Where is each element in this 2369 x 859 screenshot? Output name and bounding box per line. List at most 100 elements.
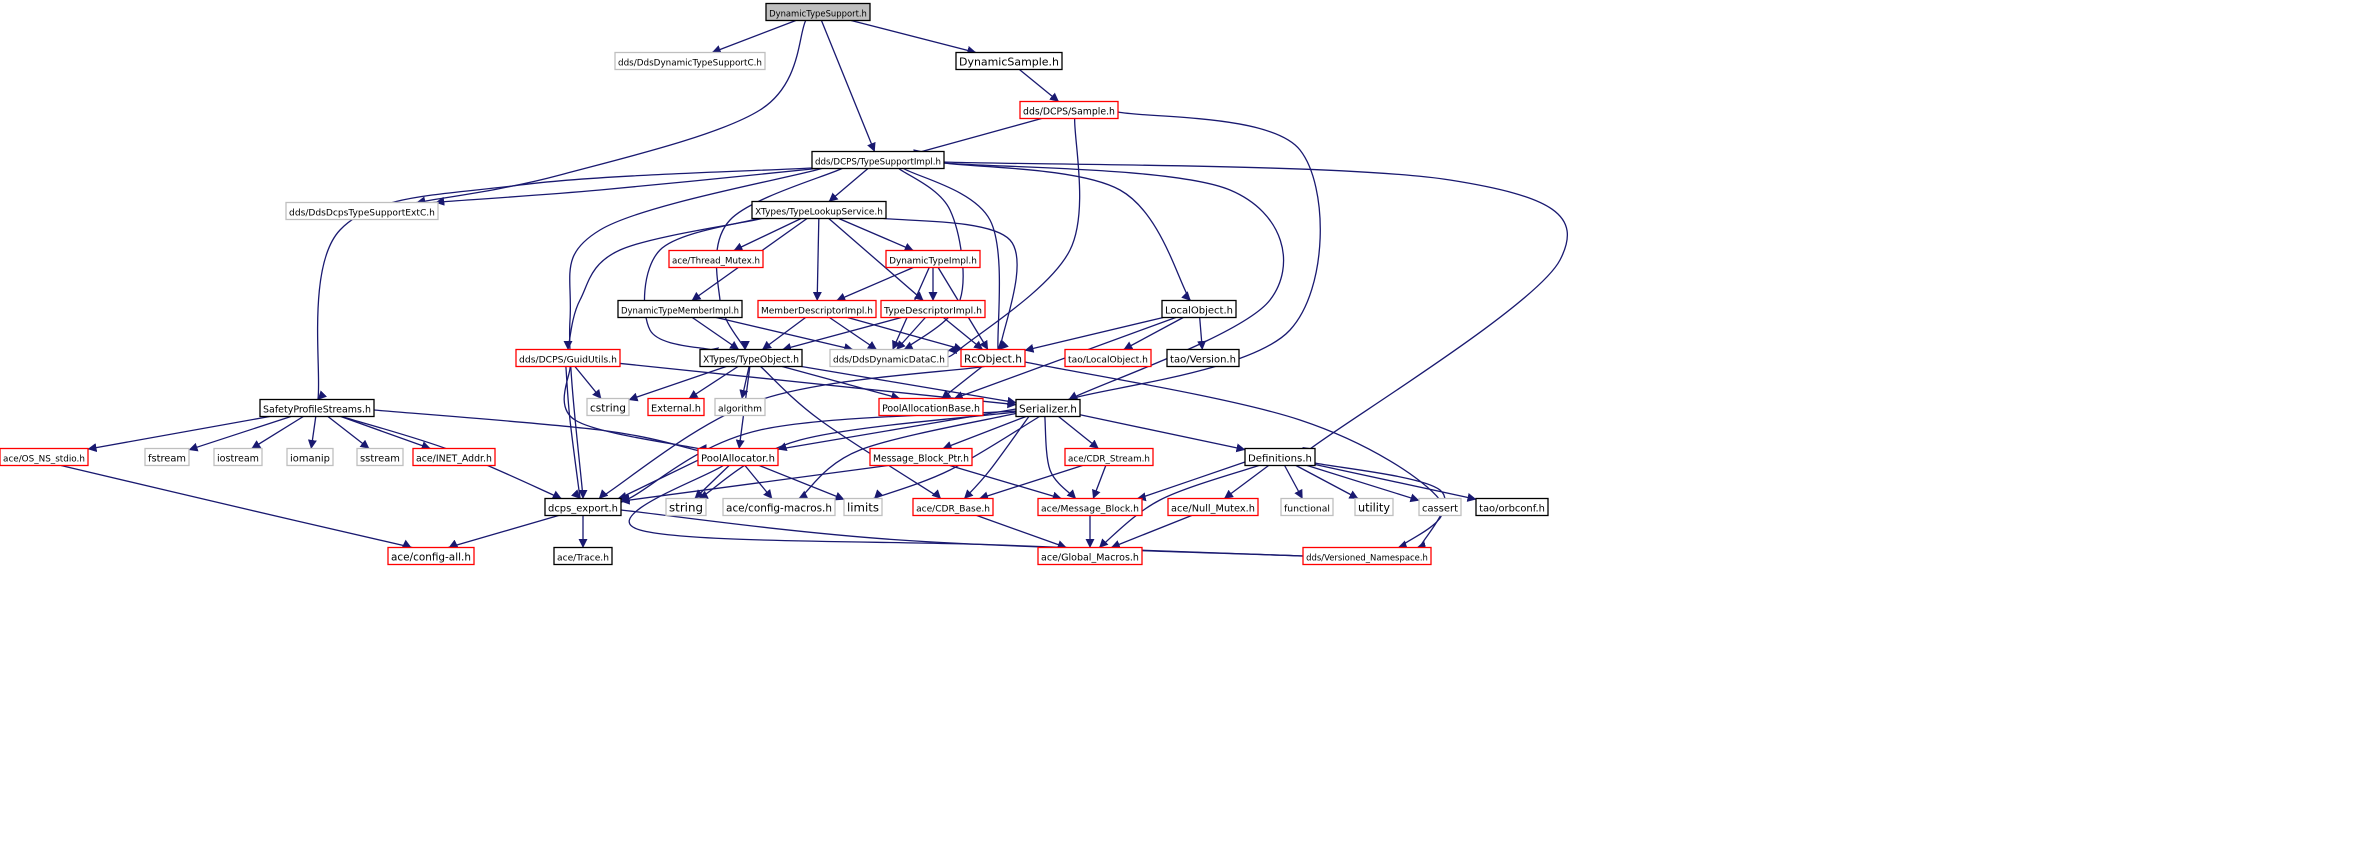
node-DdsDynamicTypeSupportC[interactable]: dds/DdsDynamicTypeSupportC.h (614, 51, 766, 71)
node-box[interactable] (869, 447, 973, 467)
node-MessageBlock[interactable]: ace/Message_Block.h (1037, 497, 1143, 517)
node-PoolAllocator[interactable]: PoolAllocator.h (697, 447, 779, 467)
node-box[interactable] (1015, 398, 1081, 418)
node-box[interactable] (697, 447, 779, 467)
node-configmacros[interactable]: ace/config-macros.h (722, 497, 836, 517)
node-box[interactable] (765, 2, 871, 22)
node-box[interactable] (586, 397, 630, 417)
node-DdsDcpsTypeSupportExtC[interactable]: dds/DdsDcpsTypeSupportExtC.h (285, 201, 439, 221)
node-box[interactable] (647, 397, 705, 417)
node-LocalObject[interactable]: LocalObject.h (1161, 299, 1237, 319)
node-box[interactable] (1280, 497, 1334, 517)
node-Serializer[interactable]: Serializer.h (1015, 398, 1081, 418)
node-box[interactable] (285, 201, 439, 221)
node-box[interactable] (286, 447, 334, 467)
node-TaoLocalObject[interactable]: tao/LocalObject.h (1064, 348, 1152, 368)
node-box[interactable] (751, 200, 887, 220)
node-box[interactable] (843, 497, 883, 517)
node-Sample[interactable]: dds/DCPS/Sample.h (1019, 100, 1119, 120)
node-box[interactable] (1354, 497, 1394, 517)
node-functional[interactable]: functional (1280, 497, 1334, 517)
node-box[interactable] (387, 546, 475, 566)
node-box[interactable] (1302, 546, 1432, 566)
node-limits[interactable]: limits (843, 497, 883, 517)
node-box[interactable] (213, 447, 263, 467)
node-box[interactable] (1475, 497, 1549, 517)
node-box[interactable] (1064, 447, 1154, 467)
node-box[interactable] (885, 249, 981, 269)
node-MessageBlockPtr[interactable]: Message_Block_Ptr.h (869, 447, 973, 467)
node-GlobalMacros[interactable]: ace/Global_Macros.h (1037, 546, 1143, 566)
node-box[interactable] (880, 299, 986, 319)
node-box[interactable] (1244, 447, 1316, 467)
node-TypeSupportImpl[interactable]: dds/DCPS/TypeSupportImpl.h (811, 150, 945, 170)
node-INETAddr[interactable]: ace/INET_Addr.h (412, 447, 496, 467)
node-box[interactable] (544, 497, 622, 517)
node-box[interactable] (259, 398, 375, 418)
node-box[interactable] (553, 546, 613, 566)
node-box[interactable] (1037, 497, 1143, 517)
node-TaoVersion[interactable]: tao/Version.h (1166, 348, 1240, 368)
node-PoolAllocationBase[interactable]: PoolAllocationBase.h (878, 397, 984, 417)
node-box[interactable] (1037, 546, 1143, 566)
node-fstream[interactable]: fstream (144, 447, 190, 467)
node-box[interactable] (757, 299, 877, 319)
node-DynamicSample[interactable]: DynamicSample.h (955, 51, 1063, 71)
node-TypeDescriptorImpl[interactable]: TypeDescriptorImpl.h (880, 299, 986, 319)
node-sstream[interactable]: sstream (356, 447, 404, 467)
node-iomanip[interactable]: iomanip (286, 447, 334, 467)
node-OSNSstdio[interactable]: ace/OS_NS_stdio.h (0, 447, 89, 467)
node-DynamicTypeImpl[interactable]: DynamicTypeImpl.h (885, 249, 981, 269)
node-box[interactable] (829, 348, 949, 368)
node-CDRStream[interactable]: ace/CDR_Stream.h (1064, 447, 1154, 467)
node-box[interactable] (614, 51, 766, 71)
node-Definitions[interactable]: Definitions.h (1244, 447, 1316, 467)
node-DynamicTypeMemberImpl[interactable]: DynamicTypeMemberImpl.h (617, 299, 743, 319)
node-box[interactable] (1167, 497, 1259, 517)
node-algorithm[interactable]: algorithm (714, 397, 766, 417)
node-DynamicTypeSupport[interactable]: DynamicTypeSupport.h (765, 2, 871, 22)
node-box[interactable] (412, 447, 496, 467)
node-configall[interactable]: ace/config-all.h (387, 546, 475, 566)
node-cassert[interactable]: cassert (1418, 497, 1462, 517)
node-box[interactable] (1064, 348, 1152, 368)
node-box[interactable] (0, 447, 89, 467)
node-NullMutex[interactable]: ace/Null_Mutex.h (1167, 497, 1259, 517)
node-GuidUtils[interactable]: dds/DCPS/GuidUtils.h (515, 348, 621, 368)
node-box[interactable] (811, 150, 945, 170)
node-box[interactable] (1161, 299, 1237, 319)
node-box[interactable] (617, 299, 743, 319)
node-string[interactable]: string (665, 497, 707, 517)
node-box[interactable] (878, 397, 984, 417)
node-box[interactable] (960, 348, 1026, 368)
node-box[interactable] (912, 497, 994, 517)
node-MemberDescriptorImpl[interactable]: MemberDescriptorImpl.h (757, 299, 877, 319)
node-dcpsexport[interactable]: dcps_export.h (544, 497, 622, 517)
node-box[interactable] (1418, 497, 1462, 517)
node-box[interactable] (1166, 348, 1240, 368)
node-box[interactable] (722, 497, 836, 517)
node-orbconf[interactable]: tao/orbconf.h (1475, 497, 1549, 517)
node-TypeLookupService[interactable]: XTypes/TypeLookupService.h (751, 200, 887, 220)
node-cstring[interactable]: cstring (586, 397, 630, 417)
node-box[interactable] (1019, 100, 1119, 120)
node-SafetyProfileStreams[interactable]: SafetyProfileStreams.h (259, 398, 375, 418)
node-box[interactable] (356, 447, 404, 467)
node-utility[interactable]: utility (1354, 497, 1394, 517)
node-box[interactable] (144, 447, 190, 467)
node-RcObject[interactable]: RcObject.h (960, 348, 1026, 368)
node-box[interactable] (699, 348, 803, 368)
node-External[interactable]: External.h (647, 397, 705, 417)
node-box[interactable] (714, 397, 766, 417)
node-CDRBase[interactable]: ace/CDR_Base.h (912, 497, 994, 517)
node-TypeObject[interactable]: XTypes/TypeObject.h (699, 348, 803, 368)
node-box[interactable] (515, 348, 621, 368)
node-box[interactable] (668, 249, 764, 269)
node-Trace[interactable]: ace/Trace.h (553, 546, 613, 566)
node-ThreadMutex[interactable]: ace/Thread_Mutex.h (668, 249, 764, 269)
node-box[interactable] (665, 497, 707, 517)
node-box[interactable] (955, 51, 1063, 71)
node-VersionedNamespace[interactable]: dds/Versioned_Namespace.h (1302, 546, 1432, 566)
node-iostream[interactable]: iostream (213, 447, 263, 467)
node-DdsDynamicDataC[interactable]: dds/DdsDynamicDataC.h (829, 348, 949, 368)
